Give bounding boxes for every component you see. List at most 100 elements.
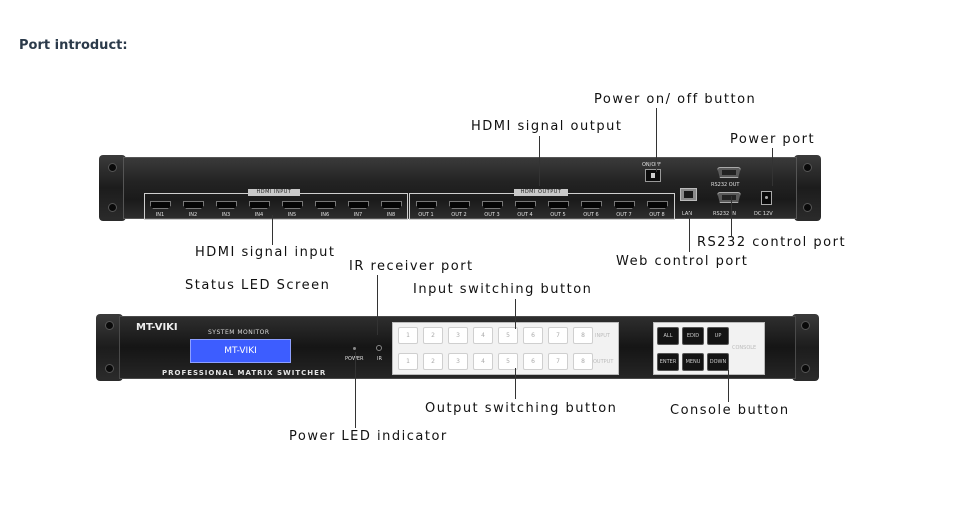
callout-web-port: Web control port (616, 254, 749, 269)
hdmi-in-port-8[interactable] (381, 201, 402, 209)
hdmi-output-group-label: HDMI OUTPUT (514, 189, 568, 196)
hdmi-out-label: OUT 6 (583, 212, 599, 218)
product-name: PROFESSIONAL MATRIX SWITCHER (162, 369, 327, 377)
hdmi-out-label: OUT 4 (517, 212, 533, 218)
hdmi-in-port-3[interactable] (216, 201, 237, 209)
status-led-screen: MT-VIKI (190, 339, 291, 363)
output-key-5[interactable]: 5 (498, 353, 518, 370)
hdmi-out-port-8[interactable] (647, 201, 668, 209)
callout-hdmi-output: HDMI signal output (471, 119, 623, 134)
output-row-label: OUTPUT (593, 359, 614, 365)
ir-label: IR (377, 356, 382, 362)
switching-button-panel: 1 2 3 4 5 6 7 8 INPUT 1 2 3 4 5 6 7 8 OU… (392, 322, 619, 375)
system-monitor-label: SYSTEM MONITOR (208, 329, 270, 336)
console-up-button[interactable]: UP (707, 327, 729, 345)
leader-power-switch (656, 108, 657, 172)
input-key-7[interactable]: 7 (548, 327, 568, 344)
hdmi-in-port-5[interactable] (282, 201, 303, 209)
hdmi-in-port-1[interactable] (150, 201, 171, 209)
console-down-button[interactable]: DOWN (707, 353, 729, 371)
input-key-2[interactable]: 2 (423, 327, 443, 344)
leader-power-led (355, 352, 356, 428)
leader-console (728, 370, 729, 402)
hdmi-in-label: IN2 (188, 212, 198, 218)
rack-ear-right (792, 314, 819, 381)
hdmi-in-label: IN1 (155, 212, 165, 218)
lan-label: LAN (682, 211, 693, 217)
power-switch[interactable] (645, 169, 661, 182)
power-switch-label: ON/OFF (642, 162, 662, 168)
rack-ear-right (794, 155, 821, 221)
hdmi-out-port-3[interactable] (482, 201, 503, 209)
output-key-6[interactable]: 6 (523, 353, 543, 370)
output-key-8[interactable]: 8 (573, 353, 593, 370)
hdmi-in-port-7[interactable] (348, 201, 369, 209)
console-menu-button[interactable]: MENU (682, 353, 704, 371)
input-key-5[interactable]: 5 (498, 327, 518, 344)
callout-status-led: Status LED Screen (185, 278, 331, 293)
hdmi-out-label: OUT 7 (616, 212, 632, 218)
callout-ir-receiver: IR receiver port (349, 259, 474, 274)
leader-web-port (689, 212, 690, 252)
output-key-1[interactable]: 1 (398, 353, 418, 370)
output-key-3[interactable]: 3 (448, 353, 468, 370)
hdmi-out-port-2[interactable] (449, 201, 470, 209)
console-edid-button[interactable]: EDID (682, 327, 704, 345)
front-panel: MT-VIKI SYSTEM MONITOR MT-VIKI PROFESSIO… (96, 314, 819, 381)
hdmi-out-label: OUT 8 (649, 212, 665, 218)
hdmi-in-port-2[interactable] (183, 201, 204, 209)
leader-output-switch (515, 368, 516, 399)
callout-input-switching: Input switching button (413, 282, 593, 297)
lan-port[interactable] (680, 188, 697, 201)
rear-chassis: HDMI INPUT HDMI OUTPUT IN1 IN2 IN3 IN4 I… (123, 157, 797, 220)
callout-rs232: RS232 control port (697, 235, 847, 250)
callout-hdmi-input: HDMI signal input (195, 245, 336, 260)
hdmi-out-port-6[interactable] (581, 201, 602, 209)
input-key-4[interactable]: 4 (473, 327, 493, 344)
hdmi-out-port-5[interactable] (548, 201, 569, 209)
leader-input-switch (515, 299, 516, 329)
hdmi-in-label: IN5 (287, 212, 297, 218)
ir-receiver (376, 345, 382, 351)
callout-console: Console button (670, 403, 790, 418)
console-enter-button[interactable]: ENTER (657, 353, 679, 371)
page-title: Port introduct: (19, 38, 128, 53)
callout-power-switch: Power on/ off button (594, 92, 757, 107)
input-key-1[interactable]: 1 (398, 327, 418, 344)
output-key-4[interactable]: 4 (473, 353, 493, 370)
leader-power-port (772, 148, 773, 186)
output-key-2[interactable]: 2 (423, 353, 443, 370)
rear-panel: HDMI INPUT HDMI OUTPUT IN1 IN2 IN3 IN4 I… (99, 155, 821, 221)
hdmi-in-label: IN7 (353, 212, 363, 218)
dc-label: DC 12V (754, 211, 773, 217)
output-key-7[interactable]: 7 (548, 353, 568, 370)
rack-ear-left (99, 155, 126, 221)
input-key-8[interactable]: 8 (573, 327, 593, 344)
callout-power-port: Power port (730, 132, 816, 147)
brand-logo: MT-VIKI (136, 322, 178, 333)
hdmi-input-group-label: HDMI INPUT (248, 189, 300, 196)
hdmi-out-label: OUT 2 (451, 212, 467, 218)
callout-output-switching: Output switching button (425, 401, 618, 416)
hdmi-out-label: OUT 3 (484, 212, 500, 218)
hdmi-out-label: OUT 1 (418, 212, 434, 218)
hdmi-in-port-4[interactable] (249, 201, 270, 209)
hdmi-out-port-1[interactable] (416, 201, 437, 209)
input-key-3[interactable]: 3 (448, 327, 468, 344)
hdmi-out-port-4[interactable] (515, 201, 536, 209)
leader-hdmi-output (539, 136, 540, 186)
hdmi-in-port-6[interactable] (315, 201, 336, 209)
hdmi-in-label: IN4 (254, 212, 264, 218)
console-all-button[interactable]: ALL (657, 327, 679, 345)
rs232-in-port[interactable] (717, 192, 741, 203)
hdmi-in-label: IN3 (221, 212, 231, 218)
dc-power-port[interactable] (761, 191, 772, 205)
input-row-label: INPUT (595, 333, 610, 339)
input-key-6[interactable]: 6 (523, 327, 543, 344)
hdmi-out-port-7[interactable] (614, 201, 635, 209)
rs232-in-label: RS232 IN (713, 211, 736, 217)
power-led (353, 347, 356, 350)
leader-rs232 (731, 196, 732, 236)
rs232-out-port[interactable] (717, 167, 741, 178)
rack-ear-left (96, 314, 123, 381)
